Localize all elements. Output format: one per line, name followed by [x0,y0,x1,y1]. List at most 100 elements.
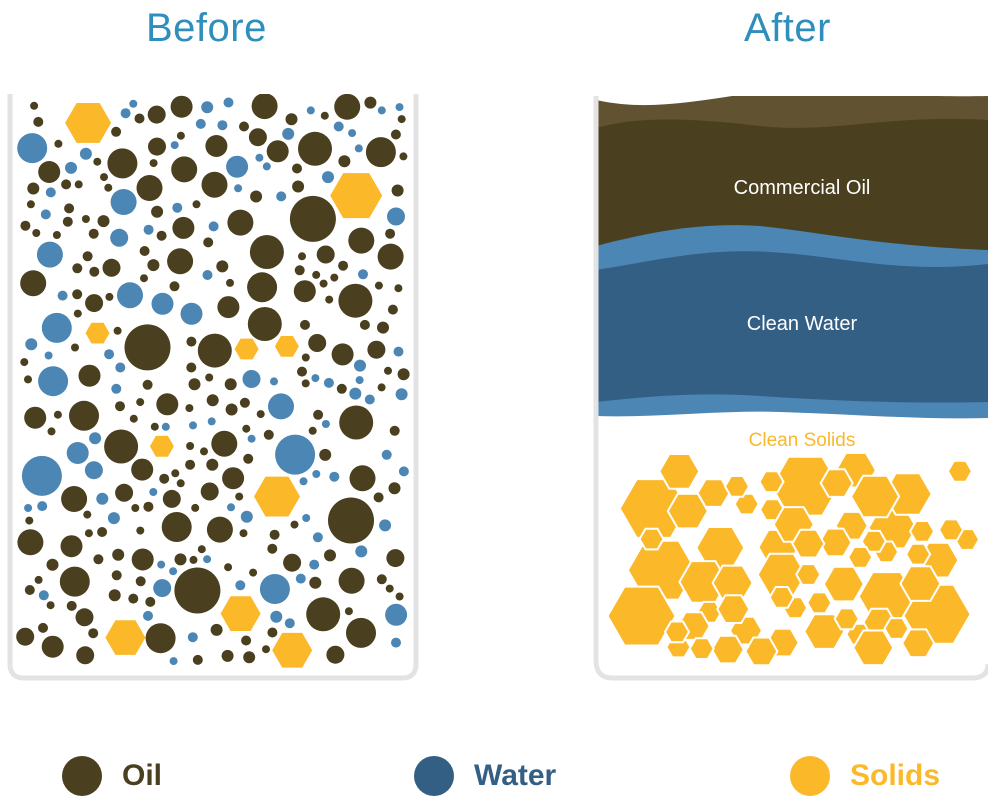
oil-droplet [139,246,150,256]
oil-droplet [52,231,61,239]
oil-droplet [172,216,195,239]
water-droplet [333,121,344,132]
oil-droplet [72,289,83,300]
oil-droplet [188,378,201,391]
oil-droplet [226,278,234,287]
water-droplet [395,388,408,401]
oil-droplet [224,378,237,391]
oil-droplet [205,135,228,157]
after-title: After [744,6,831,50]
oil-droplet [235,492,244,501]
oil-droplet [349,465,376,492]
water-droplet [247,434,256,443]
solid-particle [254,476,300,517]
solid-particle [105,620,146,655]
oil-droplet [251,94,278,120]
oil-droplet [129,414,138,423]
water-droplet [38,366,69,397]
oil-droplet [83,510,92,519]
oil-droplet [20,220,31,231]
oil-droplet [115,401,125,412]
oil-droplet [169,281,180,292]
oil-droplet [27,182,40,195]
legend-solids-label: Solids [850,759,941,792]
water-droplet [385,603,408,626]
oil-droplet [89,266,100,277]
water-droplet [25,338,38,351]
oil-droplet [338,567,365,594]
water-droplet [157,560,166,569]
oil-droplet [72,263,83,274]
solid-hexagon [847,546,874,569]
oil-droplet [384,366,392,375]
oil-droplet [206,516,233,543]
oil-droplet [221,649,234,662]
oil-droplet [140,274,148,283]
oil-droplet [66,600,77,611]
oil-droplet [338,155,351,168]
oil-droplet [24,585,35,595]
oil-droplet [293,280,316,303]
water-droplet [117,282,143,309]
water-droplet [354,144,363,153]
oil-droplet [74,180,83,189]
oil-droplet [149,159,158,168]
oil-droplet [200,482,219,501]
oil-droplet [112,548,125,561]
oil-droplet [308,334,327,352]
water-droplet [169,657,178,666]
oil-droplet [338,283,373,318]
oil-droplet [38,161,61,183]
solid-hexagon [819,468,854,498]
oil-droplet [145,623,176,654]
oil-droplet [134,113,145,124]
water-droplet [66,442,89,464]
water-droplet [275,434,316,475]
oil-droplet [308,426,317,435]
solid-hexagon [899,565,942,602]
solid-hexagon [688,637,715,660]
oil-droplet [69,400,99,431]
water-droplet [255,153,264,162]
legend-solids: Solids [790,756,940,796]
after-container-outline [593,96,988,681]
oil-droplet [82,251,93,262]
water-droplet [187,632,198,643]
water-droplet [306,106,315,115]
oil-droplet [298,252,306,261]
water-droplet [354,359,366,372]
oil-droplet [377,321,389,334]
oil-droplet [336,383,347,394]
water-droplet [379,519,392,532]
solid-hexagon [723,475,751,498]
water-droplet [299,477,308,486]
oil-droplet [301,353,310,362]
oil-droplet [324,549,336,562]
water-droplet [312,470,321,478]
oil-droplet [104,183,113,192]
solid-hexagon [606,585,677,647]
oil-droplet [64,203,75,214]
oil-droplet [145,596,156,607]
oil-droplet [217,296,240,319]
water-droplet [270,377,278,386]
oil-droplet [344,607,353,616]
water-droplet [45,187,56,198]
oil-droplet [247,272,278,303]
oil-droplet [60,535,83,558]
water-droplet [282,127,295,140]
oil-droplet [319,448,332,461]
oil-droplet [312,270,321,279]
oil-droplet [256,410,265,419]
oil-droplet [174,553,187,566]
solid-particle [272,632,313,668]
solid-particle [65,103,112,143]
oil-droplet [389,425,400,436]
oil-droplet [210,623,223,636]
water-droplet [57,290,68,301]
oil-droplet [85,294,104,313]
oil-droplet [186,336,197,347]
oil-droplet [81,215,90,223]
oil-droplet [267,543,278,554]
oil-droplet [148,137,166,156]
